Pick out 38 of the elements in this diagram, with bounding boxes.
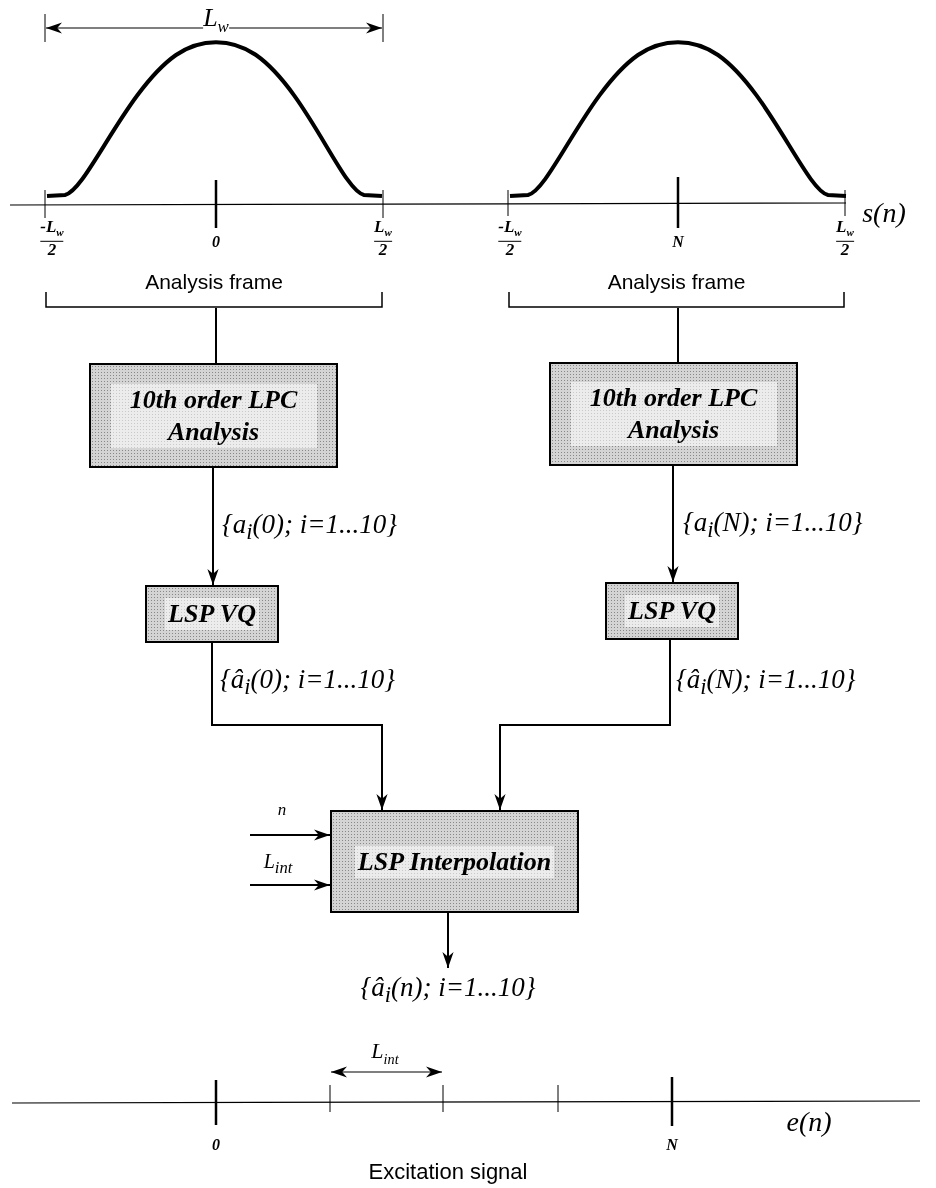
frame-label: Analysis frame xyxy=(606,270,747,294)
arrow xyxy=(211,642,388,811)
edge-label: {a$_{i}$(N); i=1...10} xyxy=(683,507,863,544)
fraction-numerator: L$_{w}$ xyxy=(374,217,392,243)
arrow xyxy=(442,912,454,969)
edge-label: n xyxy=(277,800,287,820)
arrow xyxy=(667,465,679,583)
edge-label: {a$_{i}$(0); i=1...10} xyxy=(222,509,398,546)
connector-line xyxy=(215,307,217,364)
tick-label: 0 xyxy=(212,233,220,251)
tick-label: N xyxy=(672,233,684,251)
arrow xyxy=(494,639,671,811)
frame-label: Analysis frame xyxy=(144,270,284,294)
tick-label: 0 xyxy=(212,1136,220,1154)
arrow xyxy=(249,829,331,841)
caption-text: Excitation signal xyxy=(368,1159,528,1185)
process-box: LSP VQ xyxy=(605,582,739,640)
axis-label: s(n) xyxy=(862,197,906,229)
fraction-denominator: 2 xyxy=(505,240,515,260)
edge-label: {â$_{i}$(N); i=1...10} xyxy=(676,664,856,701)
arrow xyxy=(249,879,331,891)
fraction-denominator: 2 xyxy=(378,240,388,260)
process-box: 10th order LPC Analysis xyxy=(89,363,338,468)
edge-label: L$_{int}$ xyxy=(263,850,293,878)
fraction-numerator: -L$_{w}$ xyxy=(498,217,522,243)
process-box: 10th order LPC Analysis xyxy=(549,362,798,466)
fraction-numerator: L$_{w}$ xyxy=(836,217,854,243)
connector-line xyxy=(677,307,679,363)
axis-label: e(n) xyxy=(786,1106,832,1138)
coefficient-label: {â$_{i}$(n); i=1...10} xyxy=(360,971,536,1009)
process-box: LSP Interpolation xyxy=(330,810,579,913)
fraction-denominator: 2 xyxy=(47,240,57,260)
tick-label: N xyxy=(666,1136,678,1154)
process-box: LSP VQ xyxy=(145,585,279,643)
edge-label: {â$_{i}$(0); i=1...10} xyxy=(220,664,396,701)
fraction-numerator: -L$_{w}$ xyxy=(40,217,64,243)
fraction-denominator: 2 xyxy=(840,240,850,260)
arrow xyxy=(207,467,219,586)
